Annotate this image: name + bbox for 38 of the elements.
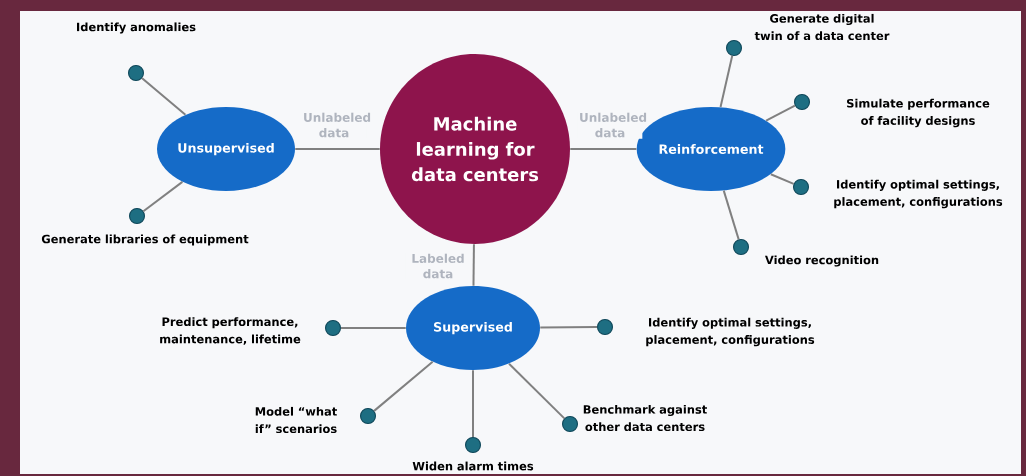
leaf-label: Identify optimal settings, placement, configurations — [646, 317, 815, 347]
connector-line — [141, 77, 187, 116]
dot — [562, 416, 578, 432]
leaf-label: Identify anomalies — [77, 22, 196, 34]
dot — [733, 239, 749, 255]
connector-line — [722, 189, 740, 241]
leaf-label: Video recognition — [765, 255, 879, 267]
edge-label: Labeled data — [405, 252, 471, 280]
leaf-label: Predict performance, maintenance, lifetime — [160, 317, 301, 345]
connector-line — [765, 104, 796, 122]
edge-label: Unlabeled data — [301, 111, 371, 139]
dot — [325, 320, 341, 336]
connector-line — [340, 327, 407, 329]
leaf-label: Identify optimal settings, placement, configurations — [834, 179, 1003, 209]
dot — [360, 408, 376, 424]
dot — [726, 40, 742, 56]
leaf-label: Benchmark against other data centers — [583, 404, 707, 432]
connector-line — [508, 362, 566, 420]
connector-line — [769, 173, 795, 185]
leaf-label: Generate libraries of equipment — [41, 234, 249, 246]
dot — [794, 94, 810, 110]
dot — [129, 208, 145, 224]
dot — [793, 179, 809, 195]
connector-line — [294, 148, 381, 150]
leaf-label: Model “what if” scenarios — [255, 406, 337, 434]
dot — [465, 437, 481, 453]
connector-line — [472, 243, 475, 287]
dot — [128, 65, 144, 81]
leaf-label: Generate digital twin of a data center — [754, 13, 890, 41]
dot — [597, 319, 613, 335]
connector-line — [472, 369, 474, 438]
connector-line — [373, 360, 434, 412]
leaf-label: Widen alarm times — [412, 461, 534, 471]
connector-line — [539, 326, 598, 329]
connector-line — [719, 54, 734, 109]
leaf-label: Simulate performance of facility designs — [847, 98, 990, 128]
connector-line — [569, 148, 638, 150]
connector-line — [142, 180, 184, 213]
